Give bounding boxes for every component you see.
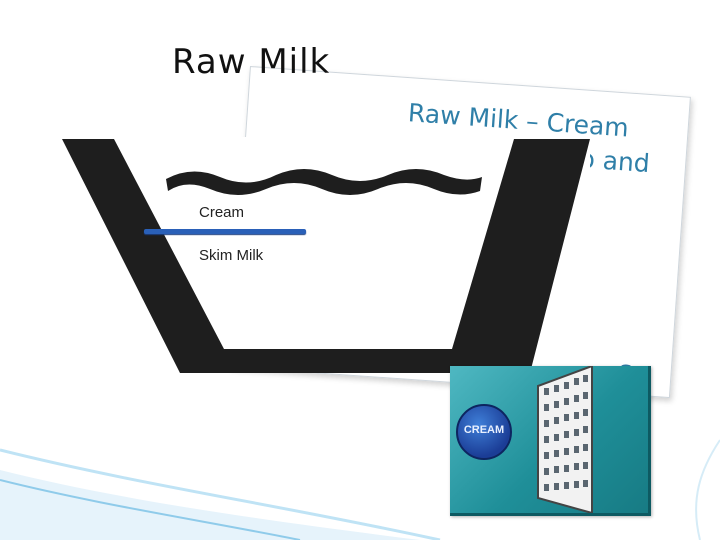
milk-surface-wave xyxy=(166,169,482,195)
cream-clipart: CREAM xyxy=(450,366,651,516)
cream-bottle-icon: CREAM xyxy=(456,404,512,460)
slide-title: Raw Milk xyxy=(172,42,331,82)
milk-bowl-diagram: Cream Skim Milk xyxy=(62,137,590,373)
bowl-outline xyxy=(62,139,590,373)
cream-separator-line xyxy=(144,229,306,234)
door-grid-icon xyxy=(537,366,593,513)
cream-label: Cream xyxy=(199,204,245,221)
skim-milk-label: Skim Milk xyxy=(199,247,264,264)
cream-bottle-label: CREAM xyxy=(463,424,505,436)
